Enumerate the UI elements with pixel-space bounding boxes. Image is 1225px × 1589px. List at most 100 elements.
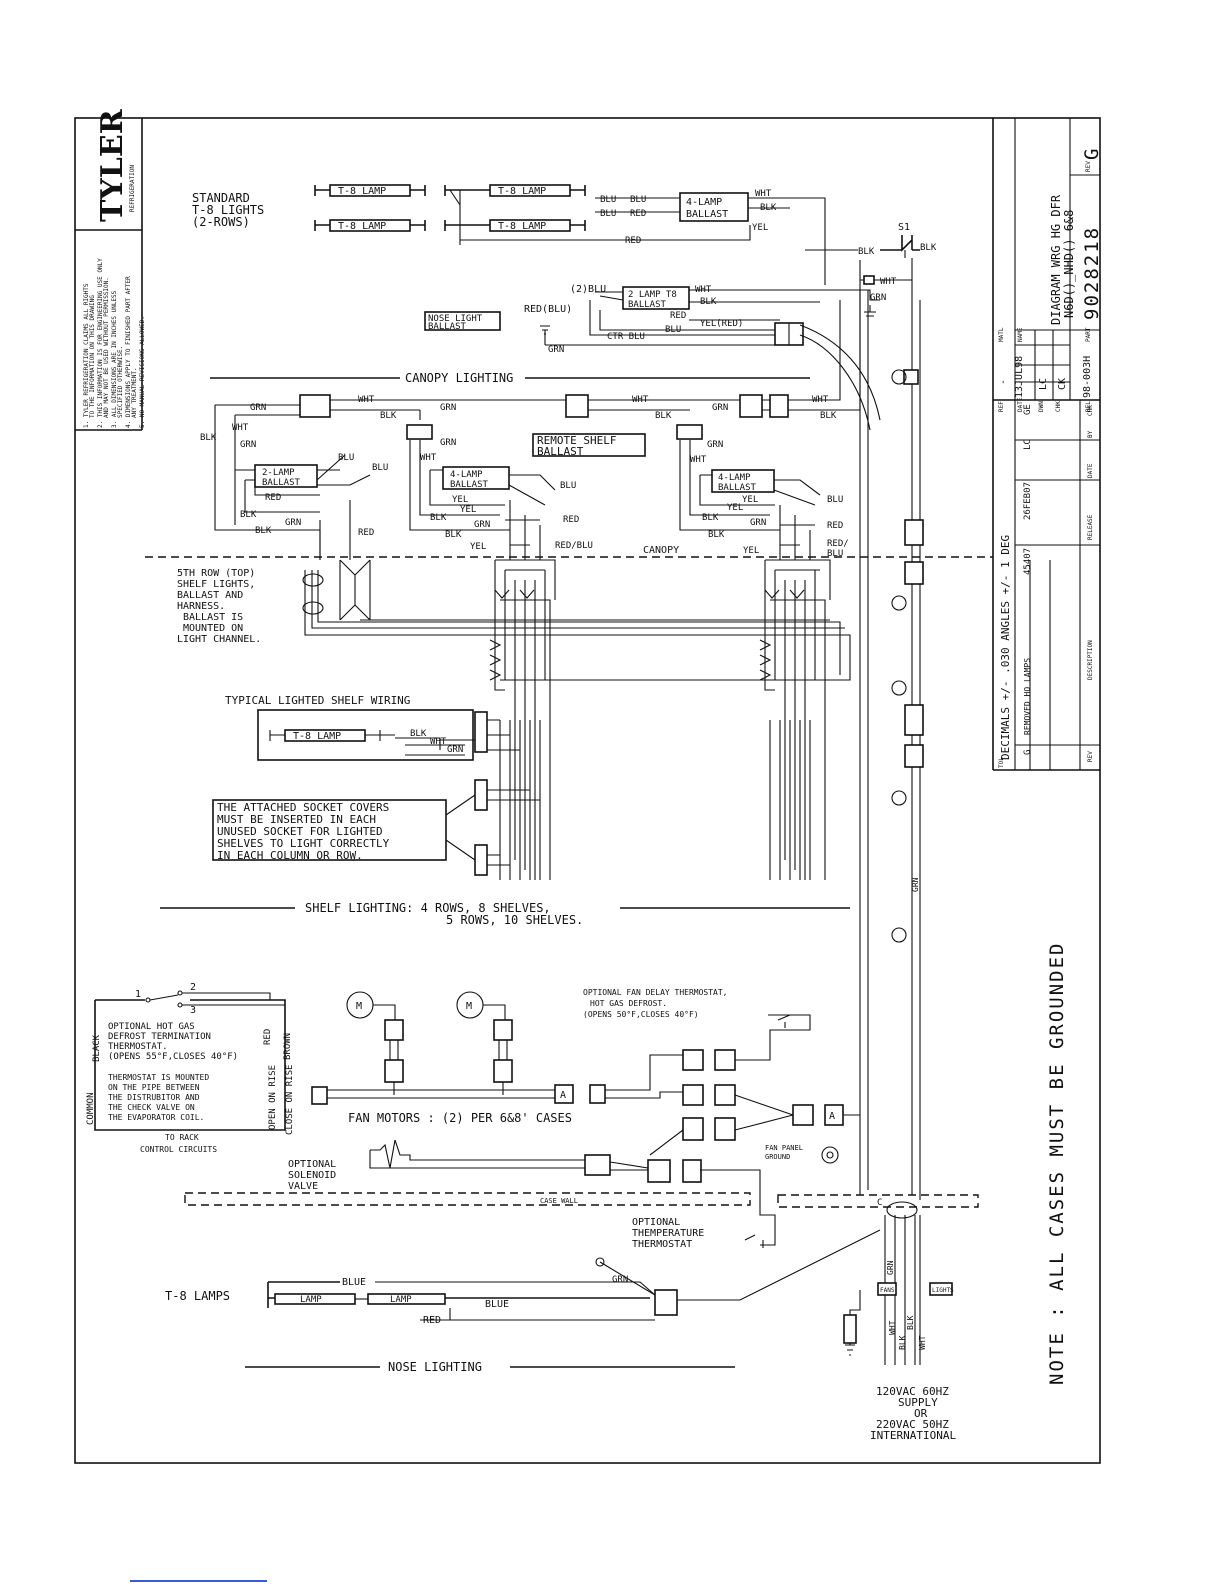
wire-label: BLK <box>906 1315 915 1330</box>
socket-cover-note: THE ATTACHED SOCKET COVERS MUST BE INSER… <box>212 794 476 862</box>
t8-lamp-label: T-8 LAMP <box>498 221 546 232</box>
wire-label: YEL <box>743 546 759 556</box>
fan-panel-label: FAN PANEL <box>765 1144 803 1152</box>
two-lamp-t8-ballast <box>622 286 690 310</box>
solenoid-label: SOLENOID <box>288 1170 336 1181</box>
wire-label: RED <box>358 528 374 538</box>
wire-label: BLK <box>200 433 217 443</box>
wire-label: WHT <box>358 395 375 405</box>
fifth-row-note: BALLAST AND <box>177 590 243 601</box>
fifth-row-note: SHELF LIGHTS, <box>177 579 255 590</box>
wire-label: WHT <box>888 1320 897 1335</box>
switch-pin: 2 <box>190 982 196 993</box>
nose-light-ballast-box <box>424 311 501 331</box>
date-label: DATE <box>1017 397 1024 412</box>
solenoid-label: VALVE <box>288 1181 318 1192</box>
wire-label: BLU <box>560 481 576 491</box>
wire-label: WHT <box>880 277 897 287</box>
note-line: TO THE INFORMATION ON THIS DRAWING <box>89 295 96 418</box>
mount-note: THERMOSTAT IS MOUNTED <box>108 1073 209 1082</box>
t8-lamp-label: T-8 LAMP <box>498 186 546 197</box>
hot-gas-note: DEFROST TERMINATION <box>108 1032 211 1042</box>
lights-tag <box>929 1282 953 1296</box>
wire-label: RED <box>670 311 686 321</box>
wire-label: BLK <box>240 510 257 520</box>
shelf-lighting-title-group: SHELF LIGHTING: 4 ROWS, 8 SHELVES, 5 ROW… <box>160 901 850 927</box>
shelf-lighting-subtitle: 5 ROWS, 10 SHELVES. <box>446 913 583 927</box>
rev-label: REV <box>1085 161 1092 172</box>
fifth-row-note: LIGHT CHANNEL. <box>177 634 261 645</box>
wire-label: GRN <box>250 403 266 413</box>
brown-label: BROWN <box>283 1033 293 1060</box>
wire-label: GRN <box>440 438 456 448</box>
chk-header: CHK <box>1087 405 1094 416</box>
fan-panel-ground-icon <box>821 1146 839 1164</box>
fifth-row-note: BALLAST IS <box>183 612 243 623</box>
rev-header: REV <box>1087 751 1094 762</box>
wire-label: BLU <box>827 495 843 505</box>
t8-lamp-label: T-8 LAMP <box>338 186 386 197</box>
nose-lighting-title: NOSE LIGHTING <box>388 1360 482 1374</box>
shelf-lighting-title: SHELF LIGHTING: 4 ROWS, 8 SHELVES, <box>305 901 551 915</box>
wire-label: YEL(RED) <box>700 319 743 329</box>
description-header: DESCRIPTION <box>1087 640 1094 680</box>
socket-cover <box>474 844 488 876</box>
checked-by-label: CHK <box>1055 401 1062 412</box>
lamp-label: LAMP <box>390 1295 412 1305</box>
ballast-label: BALLAST <box>537 445 584 458</box>
wire-label: WHT <box>812 395 829 405</box>
wire-label: BLK <box>708 530 725 540</box>
ballast-label: 4-LAMP <box>718 473 751 483</box>
socket-cover <box>474 779 488 811</box>
two-lamp-ballast <box>254 464 318 488</box>
mount-note: THE CHECK VALVE ON <box>108 1103 195 1112</box>
wire-label: GRN <box>440 403 456 413</box>
wire-label: BLU <box>600 209 616 219</box>
shelf-harness-section: 5TH ROW (TOP) SHELF LIGHTS, BALLAST AND … <box>177 559 851 880</box>
wire-label: YEL <box>727 503 743 513</box>
rev-row-chk: GE <box>1023 404 1033 415</box>
wire-label: BLK <box>858 247 875 257</box>
four-lamp-ballast <box>679 192 749 222</box>
wire-label: BLU <box>372 463 388 473</box>
release-label: REL <box>1085 401 1092 412</box>
wire-label: WHT <box>420 453 437 463</box>
ballast-label: BALLAST <box>428 322 467 332</box>
status-link[interactable] <box>130 1580 267 1582</box>
wire-label: GRN <box>447 745 463 755</box>
wire-label: BLK <box>655 411 672 421</box>
logo-block: TYLER REFRIGERATION <box>95 108 136 222</box>
ballast-label: BALLAST <box>718 483 757 493</box>
date-header: DATE <box>1087 463 1094 478</box>
wire-label: GRN <box>474 520 490 530</box>
title-block: DIAGRAM WRG HG DFR N6D()_NHD() 6&8 90282… <box>992 118 1103 771</box>
plug-a <box>554 1084 574 1104</box>
rev-row-rev: G <box>1023 750 1033 755</box>
note-line: SPECIFIED OTHERWISE. <box>117 346 124 418</box>
rev-row-release: 45407 <box>1023 548 1033 575</box>
fans-tag-label: FANS <box>880 1287 895 1294</box>
fifth-row-note: MOUNTED ON <box>183 623 243 634</box>
wire-label: RED(BLU) <box>524 304 572 315</box>
wire-label: BLK <box>702 513 719 523</box>
plug-a-label: A <box>829 1111 835 1122</box>
fan-delay-note: HOT GAS DEFROST. <box>590 999 667 1008</box>
wire-label: BLK <box>820 411 837 421</box>
standard-lights-label: STANDARD <box>192 191 250 205</box>
case-wall-label: CASE WALL <box>540 1197 578 1205</box>
common-label: COMMON <box>86 1092 96 1125</box>
typical-shelf-section: TYPICAL LIGHTED SHELF WIRING T-8 LAMP BL… <box>225 694 540 876</box>
wire-label: BLK <box>445 530 462 540</box>
wire-label: YEL <box>752 223 768 233</box>
temp-thermostat-label: THEMPERATURE <box>632 1228 704 1239</box>
ground-warning-note: NOTE : ALL CASES MUST BE GROUNDED <box>1046 942 1068 1386</box>
wire-label: BLK <box>410 729 427 739</box>
note-line: 2. THIS INFORMATION IS FOR ENGINEERING U… <box>97 258 104 428</box>
standard-lights-section: STANDARD T-8 LIGHTS (2-ROWS) T-8 LAMP T-… <box>192 184 937 285</box>
standard-lights-label: (2-ROWS) <box>192 215 250 229</box>
fan-motors-label: FAN MOTORS : (2) PER 6&8' CASES <box>348 1111 572 1125</box>
note-line: 3. ALL DIMENSIONS ARE IN INCHES UNLESS <box>111 290 118 428</box>
supply-label: 120VAC 60HZ <box>876 1385 949 1398</box>
